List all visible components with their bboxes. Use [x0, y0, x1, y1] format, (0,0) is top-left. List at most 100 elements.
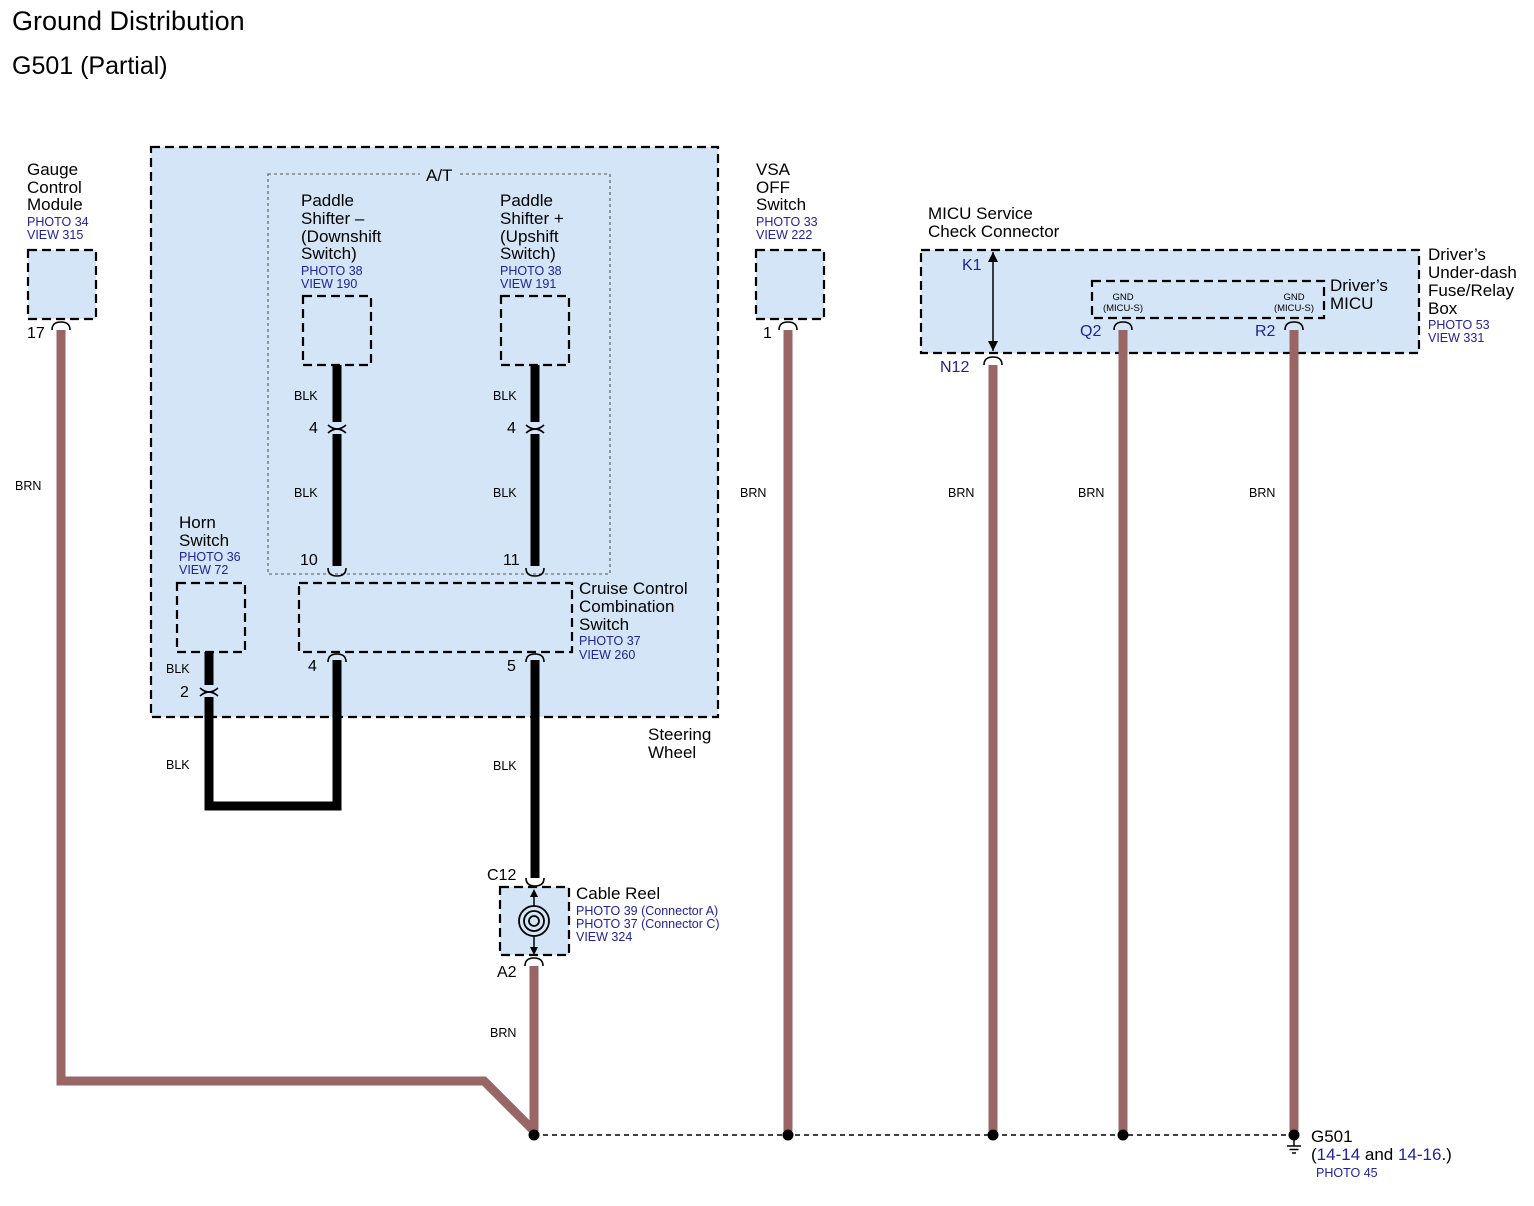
svg-text:Horn: Horn [179, 513, 216, 532]
gauge-pin-17: 17 [27, 325, 45, 342]
cable-reel-label: Cable Reel PHOTO 39 (Connector A) PHOTO … [576, 884, 720, 944]
svg-text:Gauge: Gauge [27, 160, 78, 179]
page-title: Ground Distribution [12, 6, 245, 36]
ground-symbol-icon [1287, 1140, 1301, 1154]
wire-gauge-brn [56, 330, 538, 1135]
driver-micu-box [1090, 279, 1326, 320]
cruise-pin-11: 11 [503, 552, 520, 569]
splice-point [528, 1129, 540, 1141]
cruise-control-switch-box [297, 581, 574, 654]
wire-color-label: BRN [1249, 486, 1275, 500]
paddle-down-pin-4: 4 [309, 420, 318, 437]
connector-terminals [51, 321, 1304, 967]
cruise-pin-10: 10 [300, 552, 318, 569]
cruise-pin-4: 4 [308, 658, 317, 675]
svg-text:Module: Module [27, 195, 83, 214]
svg-text:Steering: Steering [648, 725, 711, 744]
paddle-shifter-up-label: Paddle Shifter + (Upshift Switch) PHOTO … [500, 191, 564, 291]
splice-point [1288, 1129, 1300, 1141]
svg-text:GND: GND [1283, 292, 1304, 303]
wire-color-label: BLK [166, 758, 190, 772]
wire-color-label: BRN [1078, 486, 1104, 500]
gauge-control-module-box [26, 248, 98, 321]
wire-color-label: BLK [294, 486, 318, 500]
svg-text:PHOTO 53: PHOTO 53 [1428, 318, 1490, 332]
ground-g501-photo: PHOTO 45 [1316, 1166, 1378, 1180]
svg-text:Cruise Control: Cruise Control [579, 579, 688, 598]
svg-text:Switch): Switch) [301, 244, 357, 263]
svg-text:Paddle: Paddle [500, 191, 553, 210]
svg-text:PHOTO 38: PHOTO 38 [500, 264, 562, 278]
horn-switch-box [175, 581, 247, 654]
at-group-label: A/T [426, 166, 452, 185]
page-ref-link[interactable]: 14-16 [1398, 1145, 1441, 1164]
svg-text:(MICU-S): (MICU-S) [1274, 303, 1314, 314]
micu-gnd-q2-label: GND (MICU-S) [1103, 292, 1143, 314]
wire-color-label: BLK [493, 389, 517, 403]
ground-g501-ref: (14-14 and 14-16.) [1311, 1145, 1452, 1164]
horn-switch-label: Horn Switch PHOTO 36 VIEW 72 [179, 513, 241, 577]
svg-text:Shifter –: Shifter – [301, 209, 365, 228]
svg-text:PHOTO 33: PHOTO 33 [756, 215, 818, 229]
wire-color-label: BLK [493, 486, 517, 500]
vsa-off-switch-label: VSA OFF Switch PHOTO 33 VIEW 222 [756, 160, 818, 242]
svg-text:Wheel: Wheel [648, 743, 696, 762]
wire-color-label: BRN [740, 486, 766, 500]
svg-text:VIEW 331: VIEW 331 [1428, 331, 1484, 345]
svg-text:VIEW 72: VIEW 72 [179, 563, 228, 577]
svg-text:Driver’s: Driver’s [1330, 276, 1388, 295]
svg-text:Shifter +: Shifter + [500, 209, 564, 228]
svg-text:PHOTO 39 (Connector A): PHOTO 39 (Connector A) [576, 904, 718, 918]
svg-text:PHOTO 38: PHOTO 38 [301, 264, 363, 278]
splice-point [987, 1129, 999, 1141]
splice-point [782, 1129, 794, 1141]
paddle-shifter-up-box [499, 294, 571, 367]
splice-point [1117, 1129, 1129, 1141]
cruise-control-switch-label: Cruise Control Combination Switch PHOTO … [579, 579, 688, 662]
svg-text:VIEW 191: VIEW 191 [500, 277, 556, 291]
micu-service-link [988, 252, 998, 351]
svg-text:VIEW 222: VIEW 222 [756, 228, 812, 242]
horn-pin-2: 2 [180, 684, 189, 701]
page-ref-link[interactable]: 14-14 [1317, 1145, 1360, 1164]
svg-text:(Upshift: (Upshift [500, 227, 559, 246]
wire-color-label: BRN [490, 1026, 516, 1040]
micu-pin-q2: Q2 [1080, 323, 1101, 340]
micu-service-pin-k1: K1 [962, 257, 982, 274]
vsa-pin-1: 1 [763, 325, 772, 342]
cable-reel-pin-a2: A2 [497, 964, 517, 981]
svg-text:VSA: VSA [756, 160, 791, 179]
wire-color-label: BRN [948, 486, 974, 500]
svg-text:VIEW 260: VIEW 260 [579, 648, 635, 662]
paddle-up-pin-4: 4 [507, 420, 516, 437]
micu-gnd-r2-label: GND (MICU-S) [1274, 292, 1314, 314]
driver-micu-label: Driver’s MICU [1330, 276, 1388, 313]
wire-color-label: BRN [15, 479, 41, 493]
svg-text:Check Connector: Check Connector [928, 222, 1060, 241]
wire-color-label: BLK [166, 662, 190, 676]
svg-text:Switch: Switch [179, 531, 229, 550]
svg-text:Cable Reel: Cable Reel [576, 884, 660, 903]
svg-text:Driver’s: Driver’s [1428, 245, 1486, 264]
brn-wires [56, 330, 1299, 1135]
svg-text:Switch): Switch) [500, 244, 556, 263]
cruise-pin-5: 5 [507, 658, 516, 675]
ground-g501-name: G501 [1311, 1127, 1353, 1146]
svg-text:PHOTO 37: PHOTO 37 [579, 634, 641, 648]
svg-text:MICU: MICU [1330, 294, 1373, 313]
vsa-off-switch-box [754, 248, 826, 321]
gauge-control-module-label: Gauge Control Module PHOTO 34 VIEW 315 [27, 160, 89, 242]
ground-bus [528, 1129, 1301, 1154]
paddle-shifter-down-label: Paddle Shifter – (Downshift Switch) PHOT… [301, 191, 382, 291]
svg-text:(MICU-S): (MICU-S) [1103, 303, 1143, 314]
svg-text:VIEW 190: VIEW 190 [301, 277, 357, 291]
svg-text:PHOTO 37 (Connector C): PHOTO 37 (Connector C) [576, 917, 720, 931]
wire-color-label: BLK [493, 759, 517, 773]
svg-text:Fuse/Relay: Fuse/Relay [1428, 281, 1514, 300]
svg-text:MICU Service: MICU Service [928, 204, 1033, 223]
svg-text:Under-dash: Under-dash [1428, 263, 1517, 282]
svg-text:Control: Control [27, 178, 82, 197]
svg-text:Switch: Switch [579, 615, 629, 634]
svg-text:PHOTO 36: PHOTO 36 [179, 550, 241, 564]
